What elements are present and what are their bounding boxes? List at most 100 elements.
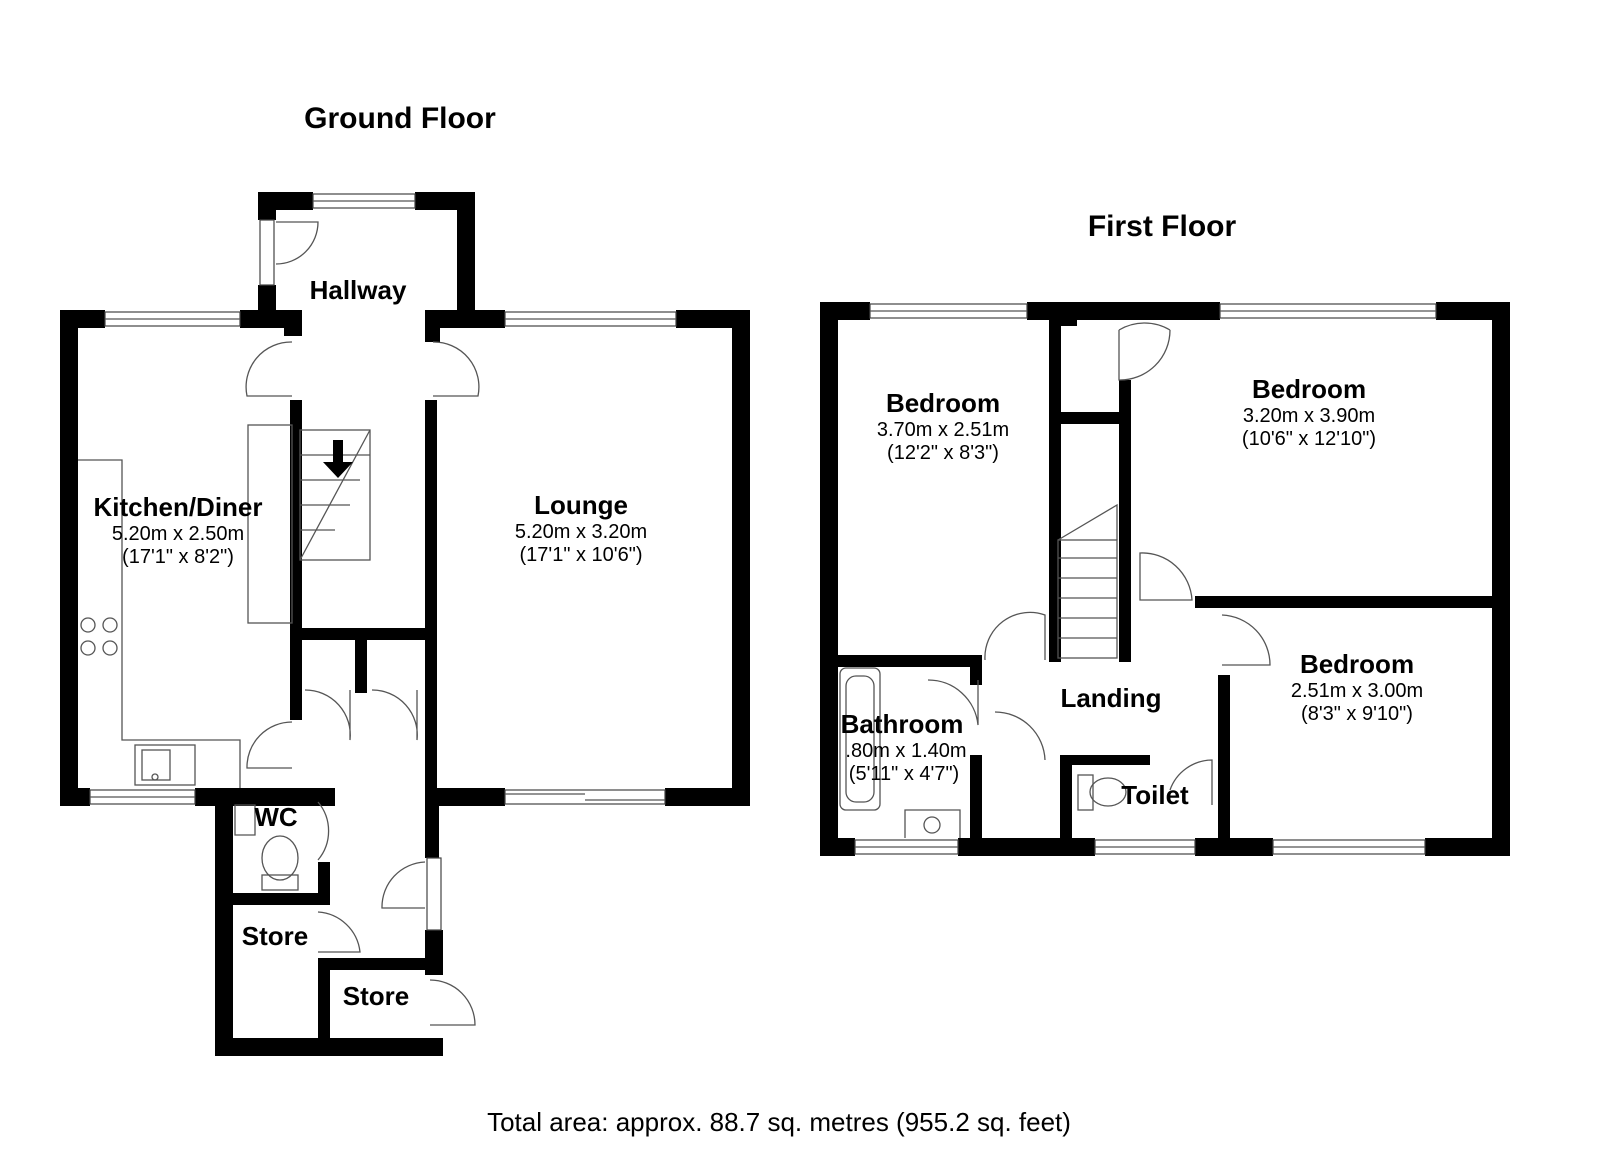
toilet-west-wall: [1060, 755, 1072, 845]
bedroom3-label: Bedroom: [1300, 649, 1414, 679]
lounge-door: [432, 341, 480, 397]
lounge-east-wall: [732, 310, 750, 805]
front-door-swing: [275, 221, 319, 265]
ff-north-wall-a: [820, 302, 870, 320]
wc-basin-icon: [234, 804, 256, 836]
porch-west-wall-a: [258, 192, 276, 220]
first-floor-plan: First Floor Bedroom 3.70m x 2.51m (12'2"…: [820, 210, 1510, 856]
bedroom2-label: Bedroom: [1252, 374, 1366, 404]
ff-toilet-icon: [1077, 774, 1127, 811]
ff-staircase: [1057, 503, 1118, 659]
ff-south-wall-c: [1195, 838, 1273, 856]
store1-label: Store: [242, 921, 308, 951]
bedroom1-door: [984, 611, 1046, 661]
landing-cupboard-door: [994, 711, 1046, 761]
porch-east-wall: [457, 192, 475, 322]
bedroom3-door: [1221, 614, 1271, 666]
hob-icon: [80, 617, 118, 656]
bedroom2-south-wall: [1195, 596, 1500, 608]
rear-hall-door: [246, 721, 293, 769]
bathroom-east-wall-b: [970, 755, 982, 850]
store-divider-wall: [318, 958, 330, 1048]
lounge-north-wall-a: [425, 310, 505, 328]
kitchen-label: Kitchen/Diner: [93, 492, 262, 522]
kitchen-south-wall-a: [60, 788, 90, 806]
hallway-label: Hallway: [310, 275, 407, 305]
store-north-wall: [318, 958, 430, 970]
store1-door: [317, 911, 361, 953]
bedroom3-west-wall: [1218, 675, 1230, 845]
toilet-icon: [261, 835, 299, 891]
bedroom2-metric: 3.20m x 3.90m: [1243, 405, 1375, 427]
kitchen-tall-units: [247, 424, 293, 624]
rear-door-frame: [426, 857, 442, 931]
stair-east-wall: [1119, 380, 1131, 662]
cupboard-door-2: [371, 689, 418, 741]
bedroom1-metric: 3.70m x 2.51m: [877, 419, 1009, 441]
cupboard-door-1: [304, 689, 351, 741]
kitchen-door: [245, 341, 293, 397]
lounge-north-wall-b: [676, 310, 748, 328]
front-door-frame: [259, 219, 275, 286]
toilet-label: Toilet: [1121, 780, 1189, 810]
bathroom-metric: .80m x 1.40m: [845, 740, 966, 762]
ff-north-wall-b: [1027, 302, 1220, 320]
wc-label: WC: [254, 802, 298, 832]
ground-floor-plan: Ground Floor Hallway Kitchen/Diner 5.20m…: [60, 102, 750, 1056]
lounge-patio-door: [504, 789, 666, 805]
bedroom2-door: [1118, 322, 1171, 381]
hall-west-stub: [284, 318, 302, 336]
landing-label: Landing: [1060, 683, 1161, 713]
porch-west-wall-b: [258, 285, 276, 328]
store2-door: [429, 979, 476, 1026]
bedroom3-imperial: (8'3" x 9'10"): [1301, 703, 1413, 725]
ground-floor-title: Ground Floor: [304, 102, 496, 135]
bathroom-east-wall-a: [970, 655, 982, 685]
kitchen-imperial: (17'1" x 8'2"): [122, 546, 234, 568]
store2-label: Store: [343, 981, 409, 1011]
lounge-south-wall-a: [425, 788, 505, 806]
stairs-down-arrow: [323, 440, 353, 478]
staircase: [299, 429, 371, 561]
bedroom1-imperial: (12'2" x 8'3"): [887, 442, 999, 464]
ff-east-wall: [1492, 302, 1510, 855]
lounge-metric: 5.20m x 3.20m: [515, 521, 647, 543]
lounge-south-wall-b: [665, 788, 750, 806]
lounge-west-wall: [425, 400, 437, 800]
bathroom-label: Bathroom: [841, 709, 964, 739]
wc-south-wall: [215, 893, 330, 905]
lounge-imperial: (17'1" x 10'6"): [519, 544, 642, 566]
bathroom-north-wall: [836, 655, 981, 667]
toilet-north-wall: [1060, 755, 1150, 765]
wc-door: [317, 801, 330, 861]
first-floor-title: First Floor: [1088, 210, 1237, 243]
bathroom-basin-icon: [904, 809, 961, 838]
kitchen-west-wall: [60, 310, 78, 805]
rear-door-swing: [381, 861, 426, 909]
ff-west-wall: [820, 302, 838, 855]
bedroom1-east-wall: [1049, 318, 1061, 662]
bathroom-imperial: (5'11" x 4'7"): [849, 763, 959, 785]
bedroom2-imperial: (10'6" x 12'10"): [1242, 428, 1376, 450]
lounge-label: Lounge: [534, 490, 628, 520]
landing-bed2-door: [1139, 552, 1193, 601]
kitchen-north-wall-a: [60, 310, 105, 328]
toilet-door: [1169, 759, 1213, 805]
ff-north-wall-c: [1436, 302, 1510, 320]
bathroom-door: [927, 679, 979, 726]
kitchen-worktop: [78, 459, 241, 788]
bedroom3-metric: 2.51m x 3.00m: [1291, 680, 1423, 702]
ff-south-wall-d: [1425, 838, 1510, 856]
cupboard-divider: [355, 628, 367, 693]
ff-south-wall-a: [820, 838, 855, 856]
rear-west-wall: [215, 788, 233, 1056]
wc-east-wall: [318, 862, 330, 902]
rear-east-wall-a: [425, 788, 439, 858]
total-area-caption: Total area: approx. 88.7 sq. metres (955…: [487, 1107, 1071, 1137]
bath-icon: [839, 667, 881, 811]
kitchen-sink-icon: [134, 744, 196, 786]
kitchen-metric: 5.20m x 2.50m: [112, 523, 244, 545]
bedroom1-label: Bedroom: [886, 388, 1000, 418]
stair-north-wall: [1061, 412, 1131, 424]
